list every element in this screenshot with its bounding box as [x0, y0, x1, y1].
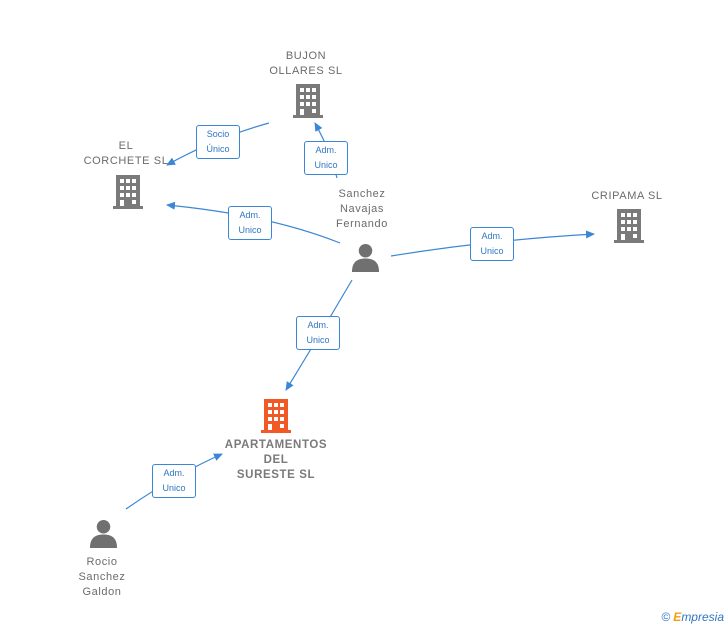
sanchez-person-icon[interactable]: [351, 243, 380, 272]
node-label-apartamentos[interactable]: APARTAMENTOS DEL SURESTE SL: [224, 439, 328, 481]
rocio-person-icon[interactable]: [89, 519, 118, 548]
node-label-rocio[interactable]: Rocio Sanchez Galdon: [78, 556, 126, 598]
edge-label-adm-corchete: Adm. Unico: [228, 206, 272, 240]
copyright-icon: ©: [661, 610, 671, 624]
empresia-logo[interactable]: ©Empresia: [661, 610, 724, 624]
node-label-sanchez[interactable]: Sanchez Navajas Fernando: [336, 188, 388, 230]
cripama-building-icon[interactable]: [614, 209, 644, 243]
apartamentos-building-icon[interactable]: [261, 399, 291, 433]
corchete-building-icon[interactable]: [113, 175, 143, 209]
edge-label-adm-apartamentos: Adm. Unico: [296, 316, 340, 350]
node-label-corchete[interactable]: EL CORCHETE SL: [83, 140, 169, 167]
edge-label-socio-unico: Socio Único: [196, 125, 240, 159]
node-label-bujon[interactable]: BUJON OLLARES SL: [269, 50, 343, 77]
edge-label-adm-bujon: Adm. Unico: [304, 141, 348, 175]
node-label-cripama[interactable]: CRIPAMA SL: [591, 190, 663, 202]
edge-label-adm-cripama: Adm. Unico: [470, 227, 514, 261]
edge-label-adm-rocio: Adm. Unico: [152, 464, 196, 498]
bujon-building-icon[interactable]: [293, 84, 323, 118]
